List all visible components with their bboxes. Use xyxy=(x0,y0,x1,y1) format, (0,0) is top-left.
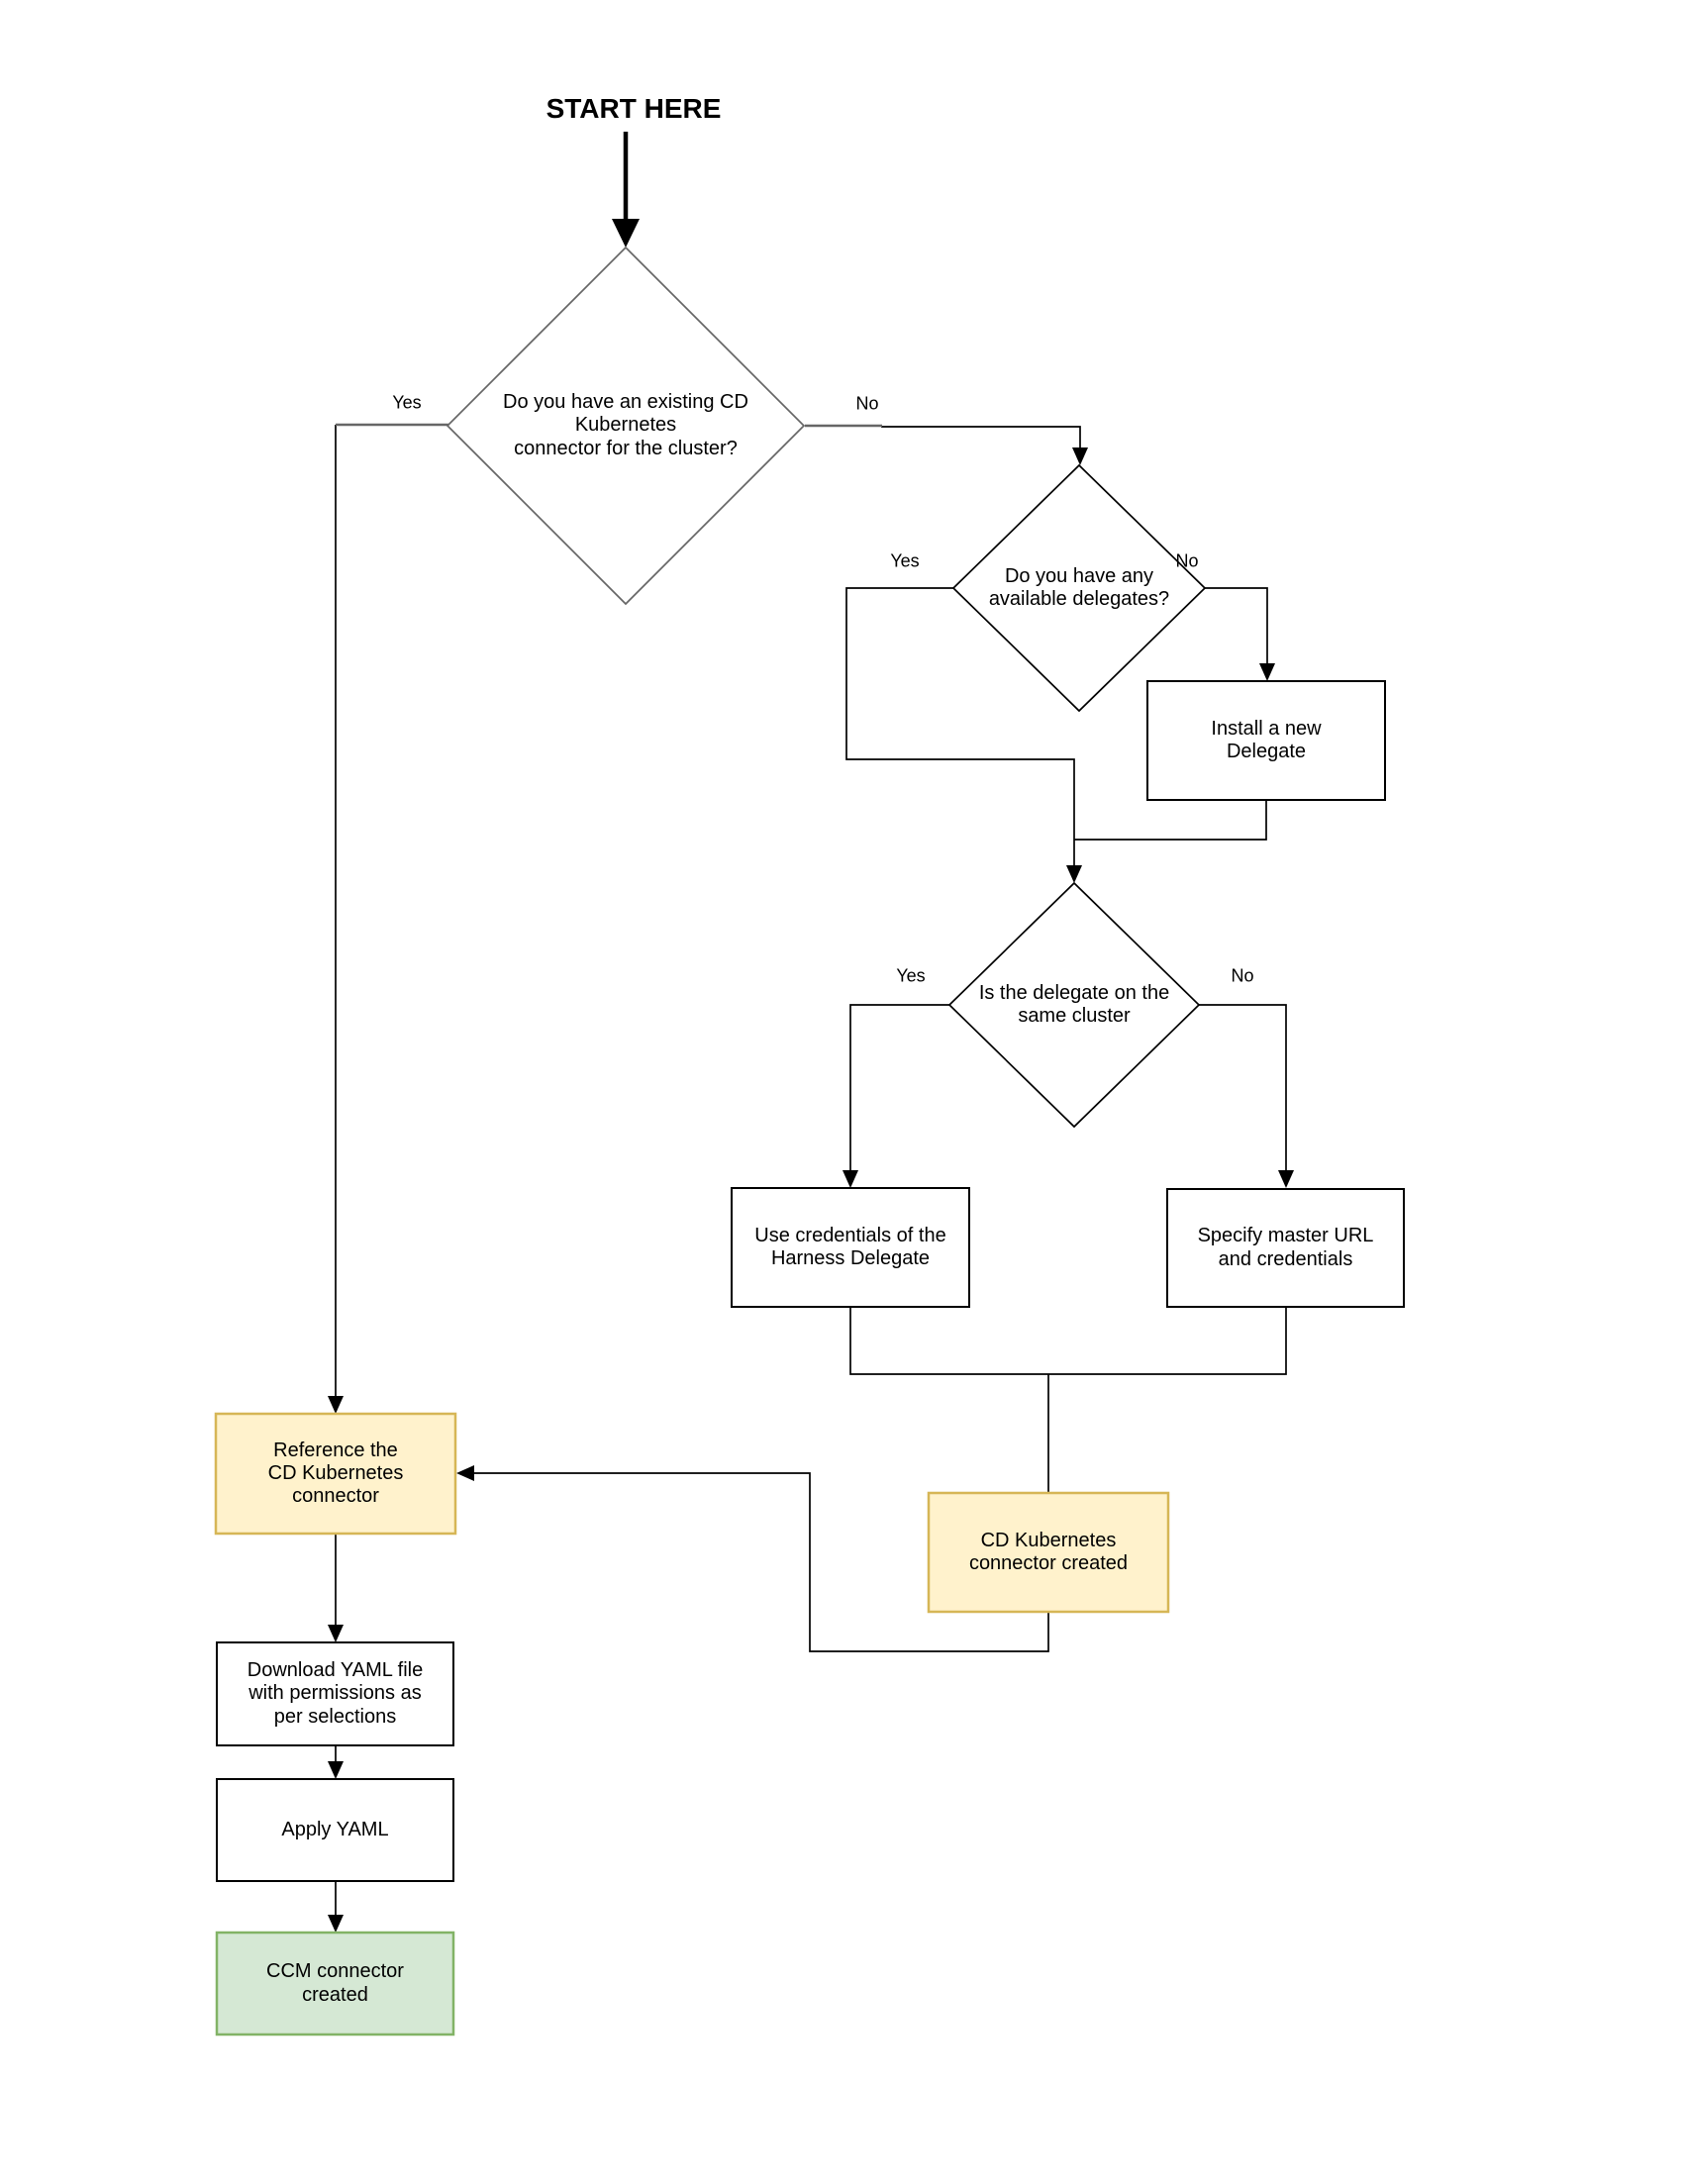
decision2-no-label: No xyxy=(1175,550,1199,571)
arrowhead-into-reference-right xyxy=(456,1465,474,1481)
edge-install-merge xyxy=(1074,800,1267,841)
edge-d2-no xyxy=(1205,587,1268,666)
cd-connector-created-label: CD Kubernetes connector created xyxy=(968,1529,1129,1574)
decision2-diamond xyxy=(951,463,1207,713)
arrowheads xyxy=(328,219,1294,1933)
arrowhead-into-ccm xyxy=(328,1915,344,1933)
decision3-label: Is the delegate on the same cluster xyxy=(978,981,1170,1027)
edge-d3-yes xyxy=(849,1004,949,1173)
specify-master-label: Specify master URL and credentials xyxy=(1197,1225,1374,1270)
install-delegate-label: Install a new Delegate xyxy=(1211,717,1322,762)
arrowhead-into-decision3 xyxy=(1066,865,1082,883)
arrowhead-into-use-credentials xyxy=(842,1170,858,1188)
ccm-connector-created-label: CCM connector created xyxy=(266,1960,404,2006)
gray-stubs xyxy=(336,423,882,428)
decision1-yes-label: Yes xyxy=(392,392,422,413)
edge-d1-no xyxy=(881,426,1081,450)
decision1-label: Do you have an existing CD Kubernetes co… xyxy=(503,391,748,459)
decision3-diamond xyxy=(947,881,1201,1129)
page-title: START HERE xyxy=(545,93,722,124)
use-credentials-label: Use credentials of the Harness Delegate xyxy=(754,1224,946,1269)
edge-d3-no xyxy=(1199,1004,1287,1173)
apply-yaml-box xyxy=(216,1778,454,1882)
reference-connector-label: Reference the CD Kubernetes connector xyxy=(267,1439,404,1508)
cd-connector-created-box xyxy=(927,1491,1170,1614)
edge-credentials-merge xyxy=(849,1307,1287,1375)
ccm-connector-created-box xyxy=(215,1931,455,2036)
arrowhead-into-apply xyxy=(328,1761,344,1779)
arrowhead-start xyxy=(612,219,640,248)
arrowhead-into-install xyxy=(1259,663,1275,681)
use-credentials-box xyxy=(731,1187,970,1308)
arrowhead-into-download xyxy=(328,1625,344,1642)
install-delegate-box xyxy=(1146,680,1386,801)
edge-cd-to-reference xyxy=(472,1472,1049,1652)
decision1-no-label: No xyxy=(855,393,879,414)
decision2-label: Do you have any available delegates? xyxy=(988,564,1170,610)
arrowhead-into-reference-top xyxy=(328,1396,344,1414)
decision1-diamond xyxy=(446,246,806,606)
connector-lines xyxy=(335,132,1287,1918)
specify-master-box xyxy=(1166,1188,1405,1308)
reference-connector-box xyxy=(214,1412,457,1536)
decision3-yes-label: Yes xyxy=(896,965,926,986)
decision3-no-label: No xyxy=(1231,965,1254,986)
arrowhead-into-specify xyxy=(1278,1170,1294,1188)
decision2-yes-label: Yes xyxy=(890,550,920,571)
download-yaml-label: Download YAML file with permissions as p… xyxy=(247,1659,424,1728)
download-yaml-box xyxy=(216,1641,454,1746)
edge-d2-yes xyxy=(845,587,1075,868)
apply-yaml-label: Apply YAML xyxy=(281,1818,389,1840)
arrowhead-into-decision2 xyxy=(1072,447,1088,465)
